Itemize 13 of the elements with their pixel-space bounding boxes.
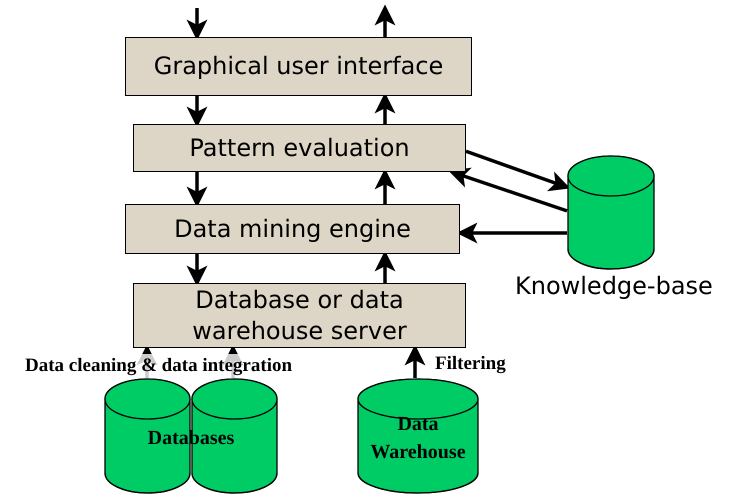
cylinder-label: Data Warehouse [369, 412, 467, 465]
process-box [133, 124, 466, 172]
arrow [374, 4, 396, 37]
arrow [448, 168, 568, 213]
box-label: Pattern evaluation [189, 132, 410, 164]
box-label: Database or data warehouse server [191, 284, 408, 346]
process-box [125, 204, 460, 254]
box-label: Data mining engine [174, 214, 411, 244]
step-label: Data cleaning & data integration [25, 354, 292, 378]
box-label: Graphical user interface [154, 51, 444, 82]
process-box [133, 283, 466, 348]
cylinder-caption: Knowledge-base [515, 271, 713, 301]
process-box [125, 37, 472, 96]
